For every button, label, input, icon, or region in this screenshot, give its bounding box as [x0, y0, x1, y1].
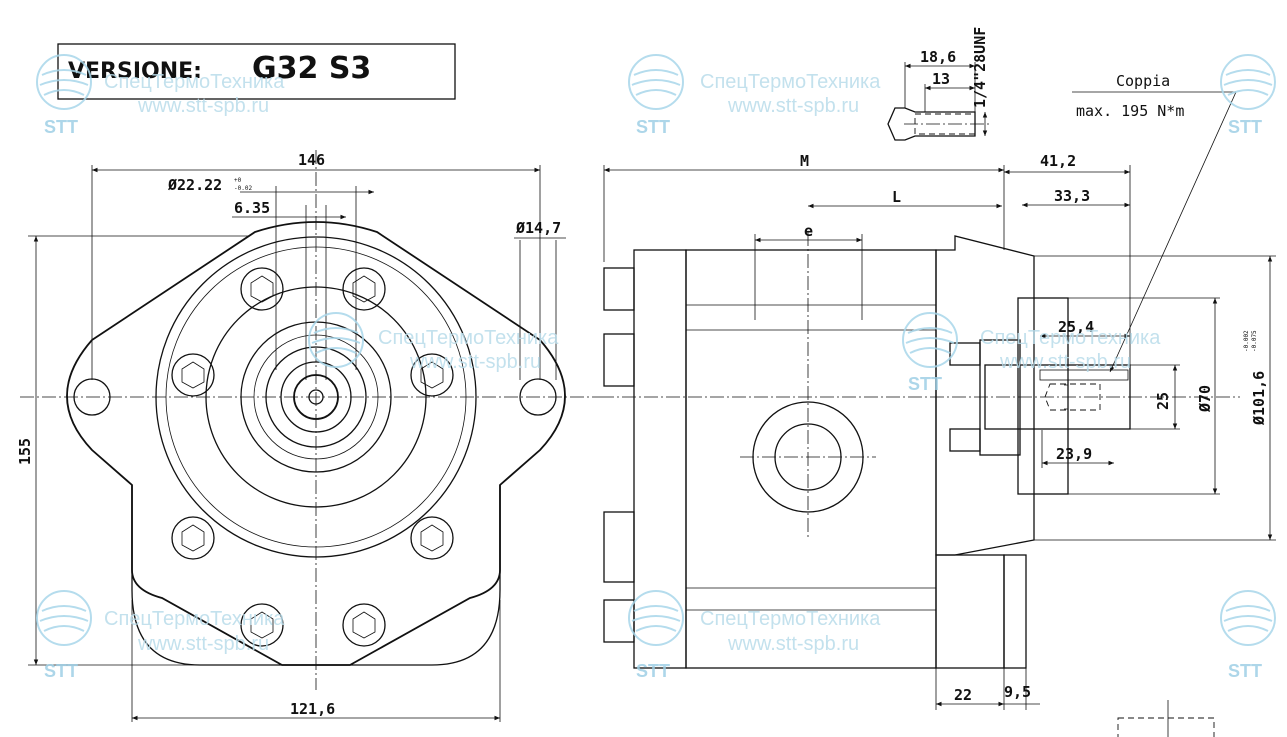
- dim-41-2: 41,2: [1040, 152, 1076, 170]
- front-body-lower: [131, 485, 501, 666]
- side-view: M L e 41,2 33,3 25,4 23,9 25 Ø70: [600, 152, 1276, 737]
- seal-top: [949, 342, 981, 366]
- wm-url: www.stt-spb.ru: [137, 633, 269, 655]
- watermark-logo-icon: [308, 312, 364, 368]
- torque-note: Coppia max. 195 N*m: [1072, 72, 1237, 373]
- dim-22: 22: [954, 686, 972, 704]
- dim-23-9: 23,9: [1056, 445, 1092, 463]
- wm-company: СпецТермоТехника: [980, 327, 1161, 349]
- wm-company: СпецТермоТехника: [378, 327, 559, 349]
- dim-shaft-tol-upper: +0: [234, 177, 242, 184]
- watermark-logo-icon: STT: [628, 54, 684, 137]
- watermark-logo-icon: STT: [36, 590, 92, 681]
- thread-spec: 1/4"28UNF: [971, 27, 989, 108]
- dim-33-3: 33,3: [1054, 187, 1090, 205]
- watermark-logo-icon: STT: [628, 590, 684, 681]
- front-flange-outline: [66, 221, 566, 666]
- dim-hole-diameter: Ø14,7: [515, 219, 561, 237]
- dim-146: 146: [298, 151, 325, 169]
- bolt-heads: [171, 267, 454, 647]
- wm-logo-text: STT: [1228, 661, 1262, 681]
- bolt-icon: [171, 353, 215, 397]
- dim-l: L: [892, 188, 901, 206]
- dim-18-6: 18,6: [920, 48, 956, 66]
- bolt-icon: [342, 267, 386, 311]
- watermark-logo-icon: STT: [36, 54, 92, 137]
- right-mount-hole: [519, 378, 557, 416]
- bolt-icon: [410, 516, 454, 560]
- wm-logo-text: STT: [636, 117, 670, 137]
- dim-13: 13: [932, 70, 950, 88]
- wm-url: www.stt-spb.ru: [727, 95, 859, 117]
- dim-9-5: 9,5: [1004, 683, 1031, 701]
- watermarks: STT СпецТермоТехника www.stt-spb.ru STT …: [36, 54, 1276, 681]
- bolt-icon: [171, 516, 215, 560]
- dim-25-4: 25,4: [1058, 318, 1094, 336]
- dim-shaft-diameter: Ø22.22: [167, 176, 222, 194]
- seal-bottom: [949, 428, 981, 452]
- dim-70: Ø70: [1196, 385, 1214, 413]
- wm-url: www.stt-spb.ru: [137, 95, 269, 117]
- watermark-logo-icon: STT: [1220, 54, 1276, 137]
- wm-company: СпецТермоТехника: [700, 71, 881, 93]
- wm-url: www.stt-spb.ru: [999, 351, 1131, 373]
- dim-101-6-tol-lower: -0.075: [1251, 330, 1258, 352]
- thread-detail: 18,6 13 1/4"28UNF: [887, 27, 990, 141]
- dim-101-6: Ø101,6: [1250, 371, 1268, 426]
- wm-company: СпецТермоТехника: [700, 608, 881, 630]
- version-value: G32 S3: [252, 51, 371, 86]
- wm-company: СпецТермоТехника: [104, 71, 285, 93]
- pump-body: [685, 249, 937, 669]
- wm-logo-text: STT: [44, 661, 78, 681]
- dim-m: M: [800, 152, 809, 170]
- wm-logo-text: STT: [908, 374, 942, 394]
- watermark-logo-icon: STT: [902, 312, 958, 394]
- wm-logo-text: STT: [636, 661, 670, 681]
- dim-key-width: 6.35: [234, 199, 270, 217]
- dim-155: 155: [16, 438, 34, 465]
- dim-e: e: [804, 222, 813, 240]
- dim-101-6-tol-upper: -0.002: [1243, 330, 1250, 352]
- bolt-icon: [240, 267, 284, 311]
- dim-25: 25: [1154, 392, 1172, 410]
- torque-title: Coppia: [1116, 72, 1170, 90]
- shaft-threaded-hole: [1044, 383, 1101, 411]
- wm-url: www.stt-spb.ru: [727, 633, 859, 655]
- wm-logo-text: STT: [1228, 117, 1262, 137]
- dim-shaft-tol-lower: -0.02: [234, 185, 252, 192]
- wm-url: www.stt-spb.ru: [409, 351, 541, 373]
- dim-121-6: 121,6: [290, 700, 335, 718]
- bolt-icon: [240, 603, 284, 647]
- wm-company: СпецТермоТехника: [104, 608, 285, 630]
- front-view: 146 Ø22.22 +0 -0.02 6.35 Ø14,7 155 121,6: [16, 150, 600, 722]
- wm-logo-text: STT: [44, 117, 78, 137]
- bolt-icon: [342, 603, 386, 647]
- torque-value: max. 195 N*m: [1076, 102, 1184, 120]
- bolt-icon: [410, 353, 454, 397]
- watermark-logo-icon: STT: [1220, 590, 1276, 681]
- drive-shaft: [984, 364, 1131, 430]
